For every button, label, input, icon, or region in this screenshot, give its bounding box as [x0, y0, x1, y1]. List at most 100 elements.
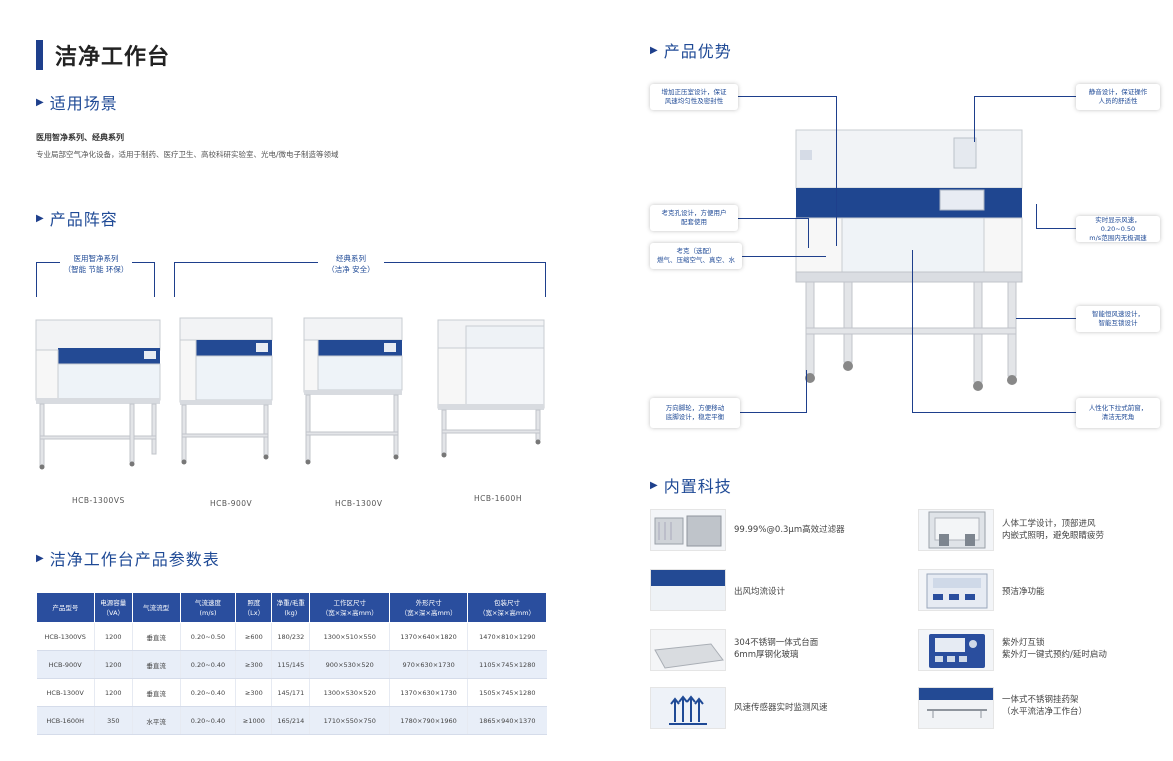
model-label: HCB-900V: [210, 499, 253, 508]
table-cell: 1370×630×1730: [389, 678, 468, 707]
callout-line: 实时显示风速，0.20~0.50: [1095, 215, 1141, 233]
callout-line: 增加正压室设计，保证: [661, 88, 727, 96]
tech-line: 99.99%@0.3μm高效过滤器: [734, 525, 845, 535]
product-image-hcb-900v: [178, 316, 276, 466]
callout-connector: [808, 218, 809, 248]
table-cell: 180/232: [271, 622, 310, 651]
callout-connector: [806, 370, 807, 412]
table-cell: 1710×550×750: [309, 706, 390, 735]
table-cell: ≥300: [235, 678, 272, 707]
group-label-line: 经典系列: [336, 254, 366, 263]
tech-line: 人体工学设计，顶部进风: [1002, 519, 1096, 529]
tech-line: 预洁净功能: [1002, 587, 1045, 597]
tech-line: 风速传感器实时监测风速: [734, 703, 828, 713]
callout-line: 万向脚轮，方便移动: [665, 404, 725, 412]
header-line: 电源容量: [100, 598, 127, 607]
section-heading-scene: ▶ 适用场景: [36, 92, 118, 113]
callout-cock-optional: 考克（选配） 燃气、压缩空气、真空、水: [650, 243, 742, 269]
callout-connector: [740, 412, 807, 413]
cabinet-icon: [918, 509, 994, 551]
product-hero-image: [794, 128, 1026, 402]
table-cell: 0.20~0.50: [179, 622, 236, 651]
callout-line: 底脚设计，稳定平衡: [665, 413, 725, 421]
header-line: 气流速度: [194, 598, 221, 607]
table-cell: 垂直流: [131, 622, 181, 651]
tech-line: 304不锈钢一体式台面: [734, 638, 819, 648]
header-line: (m/s): [199, 608, 217, 617]
header-line: 照度: [247, 598, 261, 607]
callout-constant-wind: 智能恒风速设计， 智能互锁设计: [1076, 306, 1160, 332]
callout-line: 智能恒风速设计，: [1092, 310, 1144, 318]
header-line: 包装尺寸: [494, 598, 521, 607]
callout-line: 人性化下拉式前窗，: [1088, 404, 1148, 412]
table-cell: 水平流: [131, 706, 181, 735]
callout-line: 智能互锁设计: [1098, 319, 1138, 327]
tech-line: 紫外灯互锁: [1002, 638, 1045, 648]
table-cell: 1200: [93, 678, 133, 707]
table-header-cell: 产品型号: [36, 592, 95, 623]
page-title-text: 洁净工作台: [55, 45, 171, 70]
callout-line: 配套使用: [681, 218, 707, 226]
table-cell: 1370×640×1820: [389, 622, 468, 651]
table-cell: HCB-1300VS: [36, 622, 95, 651]
table-cell: 0.20~0.40: [179, 706, 236, 735]
callout-connector: [912, 412, 1076, 413]
filter-icon: [650, 509, 726, 551]
table-row: HCB-1300V 1200 垂直流 0.20~0.40 ≥300 145/17…: [36, 678, 547, 707]
tech-line: 6mm厚钢化玻璃: [734, 650, 799, 660]
header-line: 外形尺寸: [415, 598, 442, 607]
airflow-icon: [650, 569, 726, 611]
wind-sensor-icon: [650, 687, 726, 729]
callout-connector: [974, 96, 975, 142]
table-cell: 1865×940×1370: [467, 706, 547, 735]
callout-wind-speed-display: 实时显示风速，0.20~0.50 m/s范围内无极调速: [1076, 216, 1160, 242]
table-cell: 1300×530×520: [309, 678, 390, 707]
group-label-line: （智能 节能 环保）: [63, 265, 129, 274]
callout-line: m/s范围内无极调速: [1089, 233, 1147, 242]
table-cell: 1200: [93, 650, 133, 679]
table-cell: 350: [93, 706, 133, 735]
tech-text: 出风均流设计: [734, 586, 785, 598]
header-line: 净重/毛重: [276, 598, 305, 607]
section-heading-text: 产品阵容: [49, 210, 118, 229]
table-header-cell: 包装尺寸（宽×深×高mm）: [467, 592, 547, 623]
tech-line: 出风均流设计: [734, 587, 786, 597]
control-panel-icon: [918, 569, 994, 611]
table-header-cell: 气流流型: [131, 592, 181, 623]
tech-text: 预洁净功能: [1002, 586, 1045, 598]
tech-text: 304不锈钢一体式台面 6mm厚钢化玻璃: [734, 637, 818, 661]
header-line: 气流流型: [143, 603, 170, 612]
table-cell: 1200: [93, 622, 133, 651]
section-heading-params: ▶ 洁净工作台产品参数表: [36, 548, 220, 569]
model-label: HCB-1600H: [474, 494, 522, 503]
play-arrow-icon: ▶: [650, 479, 658, 491]
tech-line: （水平流洁净工作台）: [1002, 707, 1088, 717]
section-heading-text: 适用场景: [49, 94, 118, 113]
product-image-hcb-1600h: [436, 318, 548, 460]
header-line: （宽×深×高mm）: [400, 608, 457, 617]
section-heading-advantages: ▶ 产品优势: [650, 40, 732, 61]
table-cell: 970×630×1730: [389, 650, 468, 679]
table-cell: ≥1000: [235, 706, 272, 735]
table-cell: 165/214: [271, 706, 310, 735]
table-cell: 垂直流: [131, 650, 181, 679]
table-row: HCB-900V 1200 垂直流 0.20~0.40 ≥300 115/145…: [36, 650, 547, 679]
callout-line: 静音设计，保证操作: [1088, 88, 1148, 96]
table-header-cell: 电源容量（VA）: [93, 592, 133, 623]
header-line: （Lx）: [243, 608, 265, 617]
tabletop-icon: [650, 629, 726, 671]
callout-line: 人员的舒适性: [1098, 97, 1138, 105]
tech-text: 人体工学设计，顶部进风 内嵌式照明，避免眼睛疲劳: [1002, 518, 1104, 542]
model-label: HCB-1300VS: [72, 496, 125, 505]
callout-positive-pressure: 增加正压室设计，保证 风速均匀性及密封性: [650, 84, 738, 110]
tech-line: 紫外灯一键式预约/延时启动: [1002, 650, 1107, 660]
section-heading-text: 内置科技: [663, 477, 732, 496]
table-cell: 垂直流: [131, 678, 181, 707]
table-cell: ≥300: [235, 650, 272, 679]
uv-panel-icon: [918, 629, 994, 671]
tech-text: 风速传感器实时监测风速: [734, 702, 828, 714]
table-header-cell: 照度（Lx）: [235, 592, 273, 623]
callout-line: 燃气、压缩空气、真空、水: [657, 256, 735, 264]
group-label-line: （洁净 安全）: [327, 265, 375, 274]
group-label-medical: 医用智净系列 （智能 节能 环保）: [60, 253, 132, 275]
